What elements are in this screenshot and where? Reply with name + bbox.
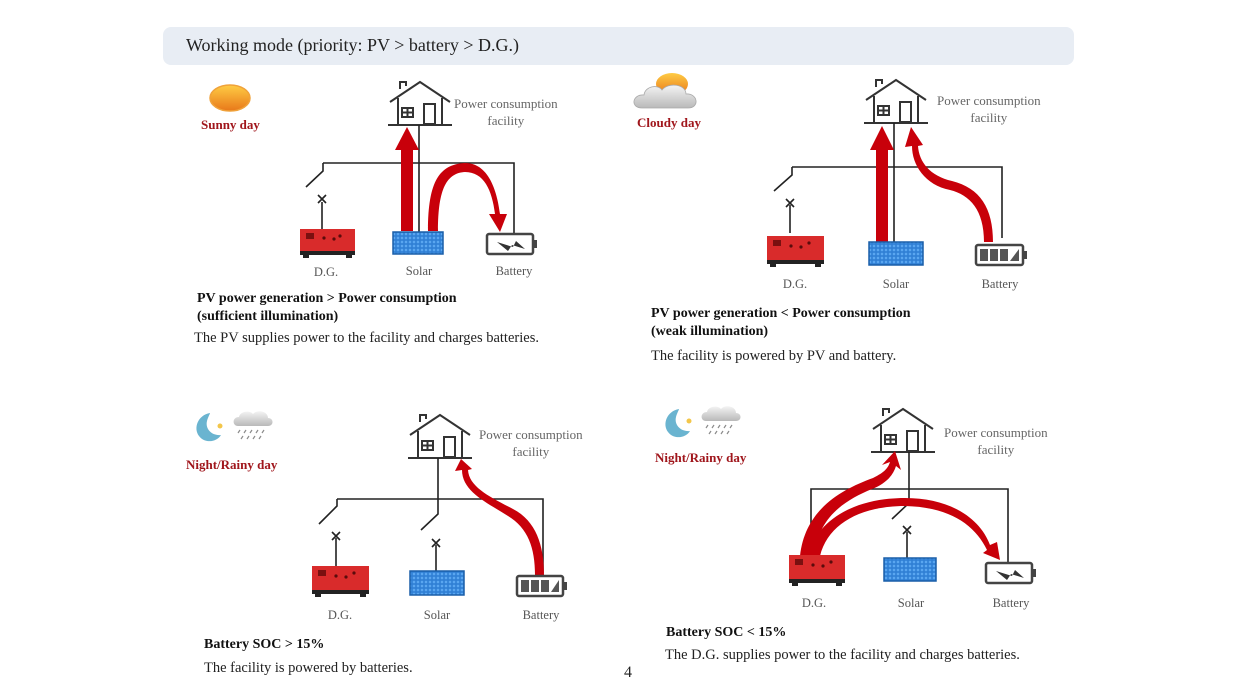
condition-title-line1: Battery SOC > 15%: [204, 637, 325, 652]
battery-full-icon: [515, 574, 567, 598]
facility-label: Power consumption facility: [937, 92, 1041, 126]
arrow-dg-to-facility: [800, 451, 901, 556]
moon-icon: [196, 413, 223, 442]
solar-panel-icon: [883, 557, 937, 582]
house-icon: [864, 78, 928, 124]
wiring: [305, 125, 515, 235]
solar-panel-icon: [392, 231, 444, 255]
weather-label: Night/Rainy day: [186, 457, 278, 472]
condition-title-line1: PV power generation > Power consumption: [197, 291, 457, 306]
facility-label-line2: facility: [977, 442, 1015, 457]
condition-title: PV power generation > Power consumption …: [197, 290, 457, 326]
dg-label: D.G.: [782, 277, 808, 291]
condition-title-line1: Battery SOC < 15%: [666, 625, 787, 640]
moon-icon: [665, 409, 692, 438]
battery-label: Battery: [495, 264, 533, 278]
facility-label: Power consumption facility: [944, 424, 1048, 458]
condition-description: The facility is powered by batteries.: [204, 660, 413, 676]
flow-arrows: [800, 451, 1000, 560]
arrow-solar-to-battery: [428, 162, 507, 232]
condition-title-line2: (weak illumination): [651, 324, 769, 339]
arrow-battery-to-facility: [455, 459, 544, 575]
solar-label: Solar: [882, 277, 910, 291]
sun-icon: [209, 84, 251, 112]
battery-label: Battery: [522, 608, 560, 622]
condition-title: PV power generation < Power consumption …: [651, 305, 911, 341]
facility-label-line2: facility: [487, 113, 525, 128]
condition-title: Battery SOC > 15%: [204, 636, 324, 654]
facility-label-line1: Power consumption: [479, 427, 583, 442]
rain-cloud-icon: [701, 406, 741, 435]
generator-icon: [312, 566, 369, 597]
arrow-battery-to-facility: [905, 127, 993, 242]
weather-label: Sunny day: [201, 117, 260, 132]
generator-icon: [767, 236, 824, 267]
facility-label-line1: Power consumption: [937, 93, 1041, 108]
solar-panel-icon: [409, 570, 465, 596]
house-icon: [388, 80, 452, 126]
facility-label: Power consumption facility: [479, 426, 583, 460]
battery-label: Battery: [992, 596, 1030, 610]
dg-label: D.G.: [313, 265, 339, 279]
solar-label: Solar: [405, 264, 433, 278]
condition-title-line2: (sufficient illumination): [197, 309, 339, 324]
condition-description: The PV supplies power to the facility an…: [194, 330, 539, 346]
facility-label: Power consumption facility: [454, 95, 558, 129]
facility-label-line1: Power consumption: [944, 425, 1048, 440]
arrow-dg-to-battery: [808, 498, 1000, 560]
arrow-solar-to-facility: [870, 126, 894, 242]
wiring: [810, 452, 1009, 562]
flow-arrows: [395, 127, 507, 232]
condition-description: The facility is powered by PV and batter…: [651, 348, 897, 364]
weather-label: Night/Rainy day: [655, 450, 747, 465]
section-header: Working mode (priority: PV > battery > D…: [163, 27, 1074, 65]
battery-charging-icon: [984, 561, 1036, 585]
dg-label: D.G.: [801, 596, 827, 610]
condition-title: Battery SOC < 15%: [666, 624, 786, 642]
house-icon: [871, 407, 935, 453]
condition-description: The D.G. supplies power to the facility …: [665, 647, 1020, 663]
solar-panel-icon: [868, 241, 924, 266]
house-icon: [408, 413, 472, 459]
rain-cloud-icon: [233, 411, 273, 440]
wiring: [773, 123, 1003, 243]
condition-title-line1: PV power generation < Power consumption: [651, 306, 911, 321]
cloud-sun-icon: [633, 73, 697, 109]
facility-label-line2: facility: [970, 110, 1008, 125]
generator-icon: [789, 555, 845, 586]
solar-label: Solar: [423, 608, 451, 622]
weather-label: Cloudy day: [637, 115, 701, 130]
dg-label: D.G.: [327, 608, 353, 622]
flow-arrows: [455, 459, 544, 575]
arrow-solar-to-facility: [395, 127, 419, 231]
facility-label-line1: Power consumption: [454, 96, 558, 111]
page-number: 4: [624, 664, 632, 681]
solar-label: Solar: [897, 596, 925, 610]
section-title: Working mode (priority: PV > battery > D…: [186, 35, 519, 55]
battery-label: Battery: [981, 277, 1019, 291]
facility-label-line2: facility: [512, 444, 550, 459]
battery-full-icon: [974, 243, 1027, 267]
flow-arrows: [870, 126, 993, 242]
generator-icon: [300, 229, 355, 258]
battery-charging-icon: [485, 232, 537, 256]
wiring: [318, 458, 544, 573]
